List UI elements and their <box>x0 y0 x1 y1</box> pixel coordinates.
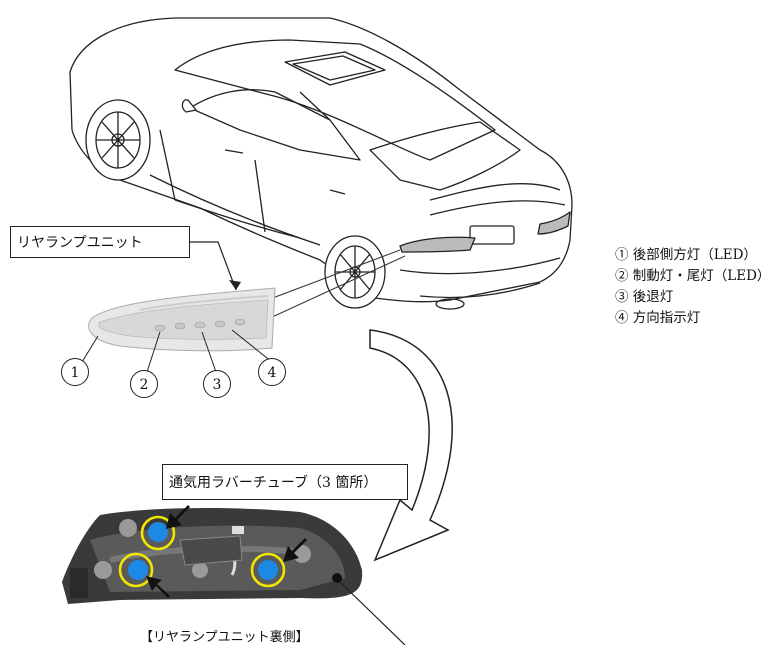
legend-item-1: ① 後部側方灯（LED） <box>615 247 757 263</box>
callout-3: 3 <box>203 370 231 398</box>
callout-2: 2 <box>130 370 158 398</box>
lamp-rear-photo <box>62 508 363 604</box>
callout-lines <box>81 329 273 373</box>
leader-line-car <box>261 249 401 303</box>
callout-4: 4 <box>258 358 286 386</box>
callout-1: 1 <box>61 358 89 386</box>
rear-lamp-unit-label: リヤランプユニット <box>10 226 190 258</box>
pointer-arrows <box>146 505 307 598</box>
curved-arrow <box>369 329 453 562</box>
legend-item-4: ④ 方向指示灯 <box>615 310 701 326</box>
vent-tube-label: 通気用ラバーチューブ（3 箇所） <box>162 464 408 500</box>
legend-item-2: ② 制動灯・尾灯（LED） <box>615 268 771 284</box>
rear-lamp-unit <box>88 287 276 352</box>
vent-tubes <box>128 522 278 580</box>
car-drawing <box>69 17 573 310</box>
bottom-leader <box>339 581 406 645</box>
highlight-rings <box>118 515 286 588</box>
legend-item-3: ③ 後退灯 <box>615 289 674 305</box>
rear-side-caption: 【リヤランプユニット裏側】 <box>140 630 309 645</box>
legend: ① 後部側方灯（LED） ② 制動灯・尾灯（LED） ③ 後退灯 ④ 方向指示灯 <box>615 245 770 329</box>
label-pointer <box>190 241 237 291</box>
